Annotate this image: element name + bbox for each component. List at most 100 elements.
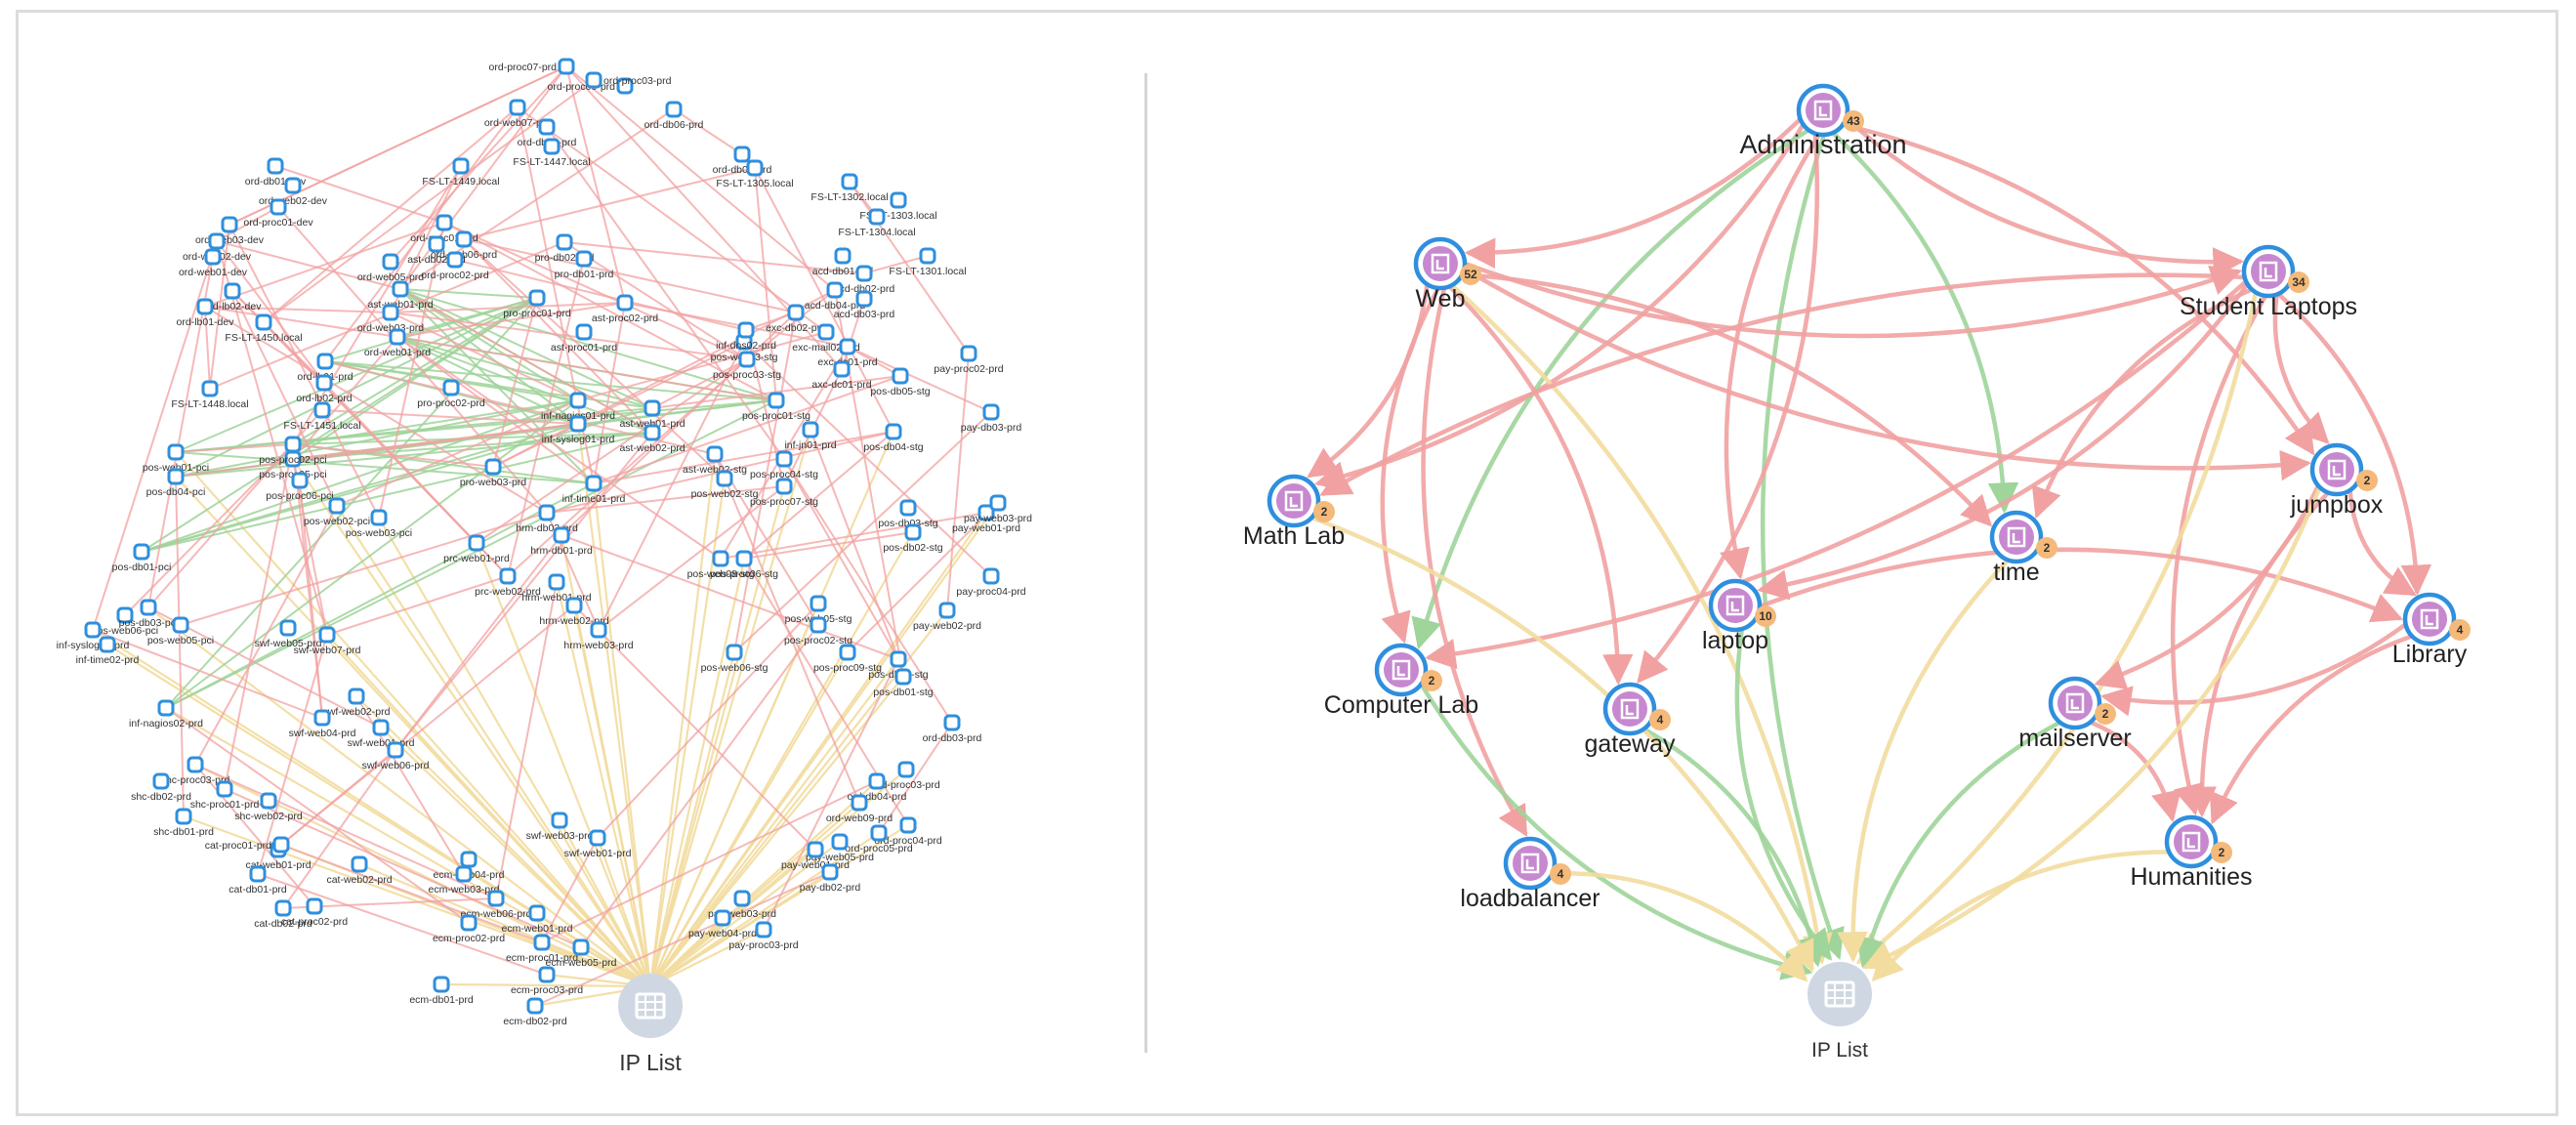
- host-node[interactable]: ord-db06-prd: [644, 101, 704, 131]
- host-node[interactable]: cat-db01-prd: [229, 865, 287, 896]
- host-node[interactable]: pay-proc03-prd: [728, 921, 799, 951]
- host-node[interactable]: ecm-web01-prd: [502, 904, 573, 935]
- host-node[interactable]: ord-web05-prd: [357, 253, 424, 283]
- host-node[interactable]: ord-web07-prd: [484, 99, 551, 129]
- host-node[interactable]: prc-web01-prd: [443, 534, 510, 564]
- host-node[interactable]: inf-time01-prd: [562, 475, 626, 505]
- host-node[interactable]: shc-web02-prd: [234, 792, 303, 822]
- host-node[interactable]: swf-web03-prd: [526, 812, 594, 842]
- host-node[interactable]: pos-proc02-pci: [259, 436, 327, 466]
- host-node[interactable]: swf-web02-prd: [323, 688, 391, 718]
- host-node[interactable]: pos-db01-pci: [112, 543, 172, 573]
- host-node[interactable]: pay-db02-prd: [800, 863, 861, 894]
- host-node[interactable]: ecm-proc03-prd: [511, 966, 583, 996]
- host-node[interactable]: pos-web01-pci: [143, 443, 209, 474]
- host-node[interactable]: hrm-web03-prd: [563, 621, 634, 651]
- host-node[interactable]: ast-proc02-prd: [592, 294, 658, 324]
- host-node[interactable]: FS-LT-1302.local: [810, 173, 889, 203]
- host-node[interactable]: FS-LT-1447.local: [513, 138, 591, 168]
- host-node[interactable]: pos-db04-pci: [146, 468, 206, 498]
- host-node[interactable]: ecm-db01-prd: [409, 976, 474, 1006]
- host-node[interactable]: pay-proc02-prd: [934, 345, 1004, 375]
- host-node[interactable]: pos-web02-pci: [304, 497, 370, 527]
- host-node[interactable]: pos-web05-pci: [147, 616, 214, 646]
- host-node[interactable]: ord-lb01-dev: [177, 298, 235, 328]
- host-node[interactable]: ecm-db02-prd: [503, 997, 567, 1027]
- host-node[interactable]: pro-proc02-prd: [417, 379, 485, 409]
- host-node[interactable]: pos-proc09-stg: [813, 644, 882, 674]
- host-node[interactable]: pro-db01-prd: [555, 250, 614, 280]
- host-node[interactable]: pos-web02-stg: [691, 470, 759, 500]
- host-node[interactable]: cat-web02-prd: [326, 855, 393, 886]
- host-node[interactable]: ecm-web03-prd: [429, 865, 500, 896]
- host-node[interactable]: ecm-web06-prd: [461, 890, 532, 920]
- host-node[interactable]: FS-LT-1450.local: [225, 313, 303, 344]
- host-node[interactable]: inf-nagios02-prd: [129, 699, 203, 729]
- host-node[interactable]: pos-db05-stg: [870, 367, 931, 397]
- host-node[interactable]: inf-jn01-prd: [784, 421, 837, 451]
- host-node[interactable]: acd-db02-prd: [834, 265, 895, 295]
- host-node[interactable]: pos-proc02-stg: [784, 616, 852, 646]
- host-node[interactable]: pos-proc03-stg: [713, 351, 781, 381]
- host-node[interactable]: ord-lb02-prd: [296, 374, 353, 404]
- host-node[interactable]: inf-time02-prd: [76, 636, 140, 666]
- host-node[interactable]: shc-proc03-prd: [161, 756, 230, 786]
- host-node[interactable]: ecm-proc02-prd: [433, 914, 505, 944]
- host-node[interactable]: FS-LT-1448.local: [171, 380, 249, 410]
- host-node[interactable]: ord-web01-dev: [179, 248, 248, 278]
- host-node[interactable]: swf-web01-prd: [564, 829, 632, 859]
- host-node[interactable]: pro-web03-prd: [460, 458, 526, 488]
- host-node[interactable]: cat-db02-prd: [254, 899, 312, 930]
- host-node[interactable]: pos-db03-pci: [119, 599, 179, 629]
- host-node[interactable]: pos-web06-stg: [701, 644, 769, 674]
- host-node[interactable]: pos-db02-stg: [883, 523, 943, 554]
- host-node[interactable]: FS-LT-1301.local: [889, 247, 967, 277]
- host-node[interactable]: acd-db03-prd: [834, 290, 895, 320]
- host-node[interactable]: ast-web02-prd: [619, 424, 686, 454]
- host-node[interactable]: ord-proc03-prd: [872, 761, 940, 791]
- host-node[interactable]: ord-proc01-dev: [243, 198, 313, 229]
- host-node[interactable]: exc-db02-prd: [766, 304, 826, 334]
- host-node[interactable]: acd-db04-prd: [805, 281, 866, 312]
- host-node[interactable]: hrm-db01-prd: [530, 526, 593, 557]
- host-node[interactable]: swf-web05-prd: [255, 619, 322, 649]
- host-node[interactable]: ord-lb02-dev: [204, 282, 263, 312]
- host-node[interactable]: FS-LT-1451.local: [283, 401, 361, 432]
- host-node[interactable]: swf-web01-prd: [348, 719, 415, 749]
- left-ip-list-node[interactable]: IP List: [618, 974, 683, 1075]
- host-node[interactable]: shc-db02-prd: [131, 772, 191, 803]
- host-node[interactable]: pay-web04-prd: [688, 909, 757, 939]
- host-node[interactable]: swf-web04-prd: [289, 709, 356, 739]
- host-node[interactable]: ecm-web05-prd: [546, 938, 617, 969]
- host-node[interactable]: inf-dns02-prd: [716, 321, 776, 352]
- host-node[interactable]: pos-proc06-pci: [266, 472, 334, 502]
- host-node[interactable]: FS-LT-1305.local: [716, 159, 794, 189]
- host-node[interactable]: pay-db03-prd: [961, 403, 1022, 434]
- host-node[interactable]: ast-web02-stg: [683, 445, 747, 476]
- left-host-graph[interactable]: ord-proc07-prdord-proc09-prdord-proc03-p…: [0, 0, 1144, 1125]
- host-node[interactable]: pay-web01-prd: [952, 504, 1020, 534]
- host-node[interactable]: ord-proc04-prd: [874, 816, 942, 847]
- host-node[interactable]: pos-web06-pci: [92, 606, 158, 637]
- host-node[interactable]: prc-web02-prd: [475, 567, 541, 598]
- host-node[interactable]: pos-db03-stg: [878, 499, 938, 529]
- host-node[interactable]: ord-proc07-prd: [489, 58, 575, 75]
- host-node[interactable]: FS-LT-1449.local: [422, 157, 500, 188]
- host-node[interactable]: ord-web01-prd: [364, 328, 431, 358]
- host-node[interactable]: pay-web03-prd: [964, 494, 1032, 524]
- host-node[interactable]: ord-proc02-prd: [421, 251, 489, 281]
- host-node[interactable]: ord-web06-prd: [431, 230, 497, 261]
- host-node[interactable]: ast-web01-prd: [619, 399, 686, 430]
- host-node[interactable]: pay-proc04-prd: [956, 567, 1026, 598]
- host-node[interactable]: swf-web06-prd: [362, 741, 430, 771]
- host-node[interactable]: cat-proc01-prd: [205, 836, 290, 854]
- host-node[interactable]: pos-proc04-stg: [750, 450, 818, 480]
- host-node[interactable]: ord-proc05-prd: [845, 824, 913, 854]
- host-node[interactable]: pos-db04-stg: [863, 423, 924, 453]
- host-node[interactable]: ecm-proc01-prd: [506, 934, 578, 964]
- host-node[interactable]: ord-proc03-prd: [585, 71, 672, 89]
- host-node[interactable]: pos-proc01-stg: [742, 392, 810, 422]
- host-node[interactable]: pos-proc07-stg: [750, 478, 818, 508]
- host-node[interactable]: pos-web08-stg: [687, 550, 755, 580]
- host-node[interactable]: shc-db01-prd: [153, 808, 214, 838]
